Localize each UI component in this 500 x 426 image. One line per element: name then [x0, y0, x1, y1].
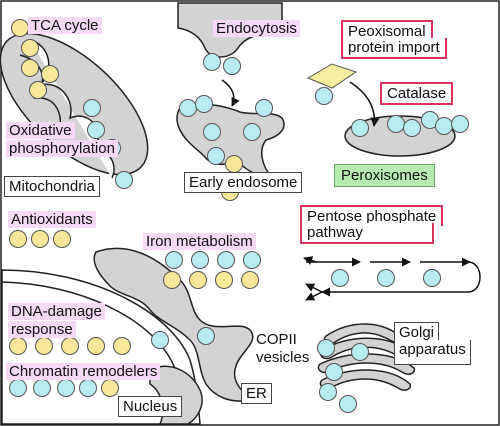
protein-dot-cyan: [319, 383, 337, 401]
label-peroxisomal-import-1: Peoxisomal: [341, 20, 433, 41]
label-dna-damage: DNA-damage: [8, 303, 105, 320]
protein-dot-cyan: [403, 119, 421, 137]
protein-dot-cyan: [151, 331, 169, 349]
protein-dot-cyan: [351, 119, 369, 137]
protein-dot-cyan: [377, 269, 395, 287]
protein-dot-yellow: [21, 39, 39, 57]
protein-dot-cyan: [423, 269, 441, 287]
protein-dot-yellow: [241, 271, 259, 289]
protein-dot-cyan: [79, 379, 97, 397]
protein-dot-yellow: [21, 59, 39, 77]
label-antioxidants: Antioxidants: [8, 211, 96, 228]
label-golgi: Golgi: [394, 322, 440, 342]
protein-dot-yellow: [11, 19, 29, 37]
label-copii: COPII: [256, 331, 297, 348]
pentose-cycle: [303, 256, 481, 301]
protein-dot-cyan: [115, 171, 133, 189]
label-peroxisomes: Peroxisomes: [334, 164, 435, 187]
protein-dot-cyan: [197, 327, 215, 345]
label-response: response: [8, 321, 76, 338]
protein-dot-cyan: [315, 87, 333, 105]
protein-dot-cyan: [243, 123, 261, 141]
label-phosphorylation: phosphorylation: [6, 140, 118, 157]
protein-dot-yellow: [225, 155, 243, 173]
label-nucleus: Nucleus: [118, 396, 183, 417]
label-early-endosome: Early endosome: [184, 172, 303, 193]
label-vesicles: vesicles: [256, 349, 310, 366]
protein-dot-cyan: [339, 395, 357, 413]
label-mitochondria: Mitochondria: [4, 176, 100, 197]
protein-dot-yellow: [29, 81, 47, 99]
protein-dot-cyan: [83, 99, 101, 117]
import-arrow: [349, 81, 380, 127]
protein-dot-cyan: [9, 379, 27, 397]
protein-dot-yellow: [35, 337, 53, 355]
protein-dot-yellow: [113, 337, 131, 355]
catalase-diamond: [306, 63, 358, 89]
protein-dot-cyan: [223, 57, 241, 75]
protein-dot-cyan: [165, 251, 183, 269]
protein-dot-yellow: [215, 271, 233, 289]
protein-dot-cyan: [33, 379, 51, 397]
protein-dot-cyan: [207, 147, 225, 165]
protein-dot-cyan: [317, 339, 335, 357]
protein-dot-cyan: [179, 99, 197, 117]
protein-dot-cyan: [203, 123, 221, 141]
protein-dot-cyan: [387, 115, 405, 133]
label-catalase: Catalase: [380, 82, 454, 105]
protein-dot-yellow: [61, 337, 79, 355]
protein-dot-yellow: [53, 230, 71, 248]
label-er: ER: [241, 383, 272, 404]
label-iron-metabolism: Iron metabolism: [143, 233, 256, 250]
protein-dot-yellow: [101, 379, 119, 397]
protein-dot-cyan: [325, 363, 343, 381]
protein-dot-yellow: [31, 230, 49, 248]
label-oxidative: Oxidative: [6, 122, 75, 139]
label-golgi-apparatus: apparatus: [394, 340, 471, 365]
protein-dot-cyan: [435, 117, 453, 135]
protein-dot-cyan: [217, 251, 235, 269]
protein-dot-cyan: [255, 99, 273, 117]
protein-dot-cyan: [203, 53, 221, 71]
protein-dots: [9, 19, 469, 413]
protein-dot-cyan: [87, 121, 105, 139]
protein-dot-cyan: [57, 379, 75, 397]
label-peroxisomal-import-2: protein import: [341, 38, 447, 59]
protein-dot-cyan: [351, 343, 369, 361]
protein-dot-cyan: [331, 269, 349, 287]
protein-dot-cyan: [191, 251, 209, 269]
protein-dot-cyan: [451, 115, 469, 133]
protein-dot-cyan: [195, 95, 213, 113]
golgi-stacks: [317, 323, 416, 391]
label-chromatin-remodelers: Chromatin remodelers: [6, 363, 161, 380]
protein-dot-yellow: [41, 65, 59, 83]
protein-dot-cyan: [243, 251, 261, 269]
protein-dot-yellow: [87, 337, 105, 355]
protein-dot-yellow: [9, 230, 27, 248]
protein-dot-yellow: [9, 337, 27, 355]
protein-dot-yellow: [189, 271, 207, 289]
label-tca-cycle: TCA cycle: [28, 17, 102, 34]
label-pentose-phosphate-2: pathway: [300, 223, 434, 244]
endocytosis-arrow: [221, 79, 240, 107]
label-endocytosis: Endocytosis: [213, 20, 300, 37]
label-pentose-phosphate-1: Pentose phosphate: [300, 205, 444, 226]
protein-dot-yellow: [163, 271, 181, 289]
